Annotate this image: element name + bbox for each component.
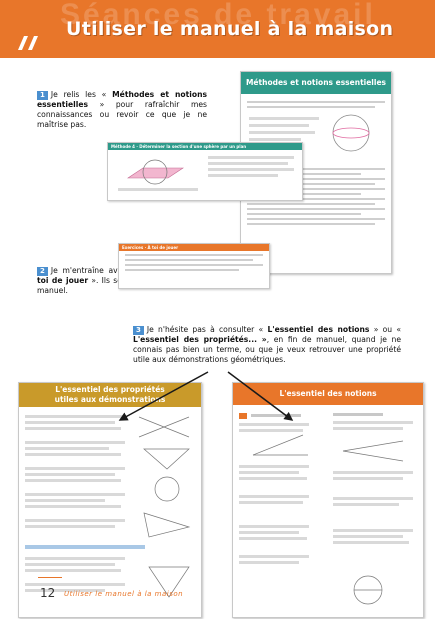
step-1-badge: 1 xyxy=(37,91,48,100)
exercises-box-title: Exercices · À toi de jouer xyxy=(119,244,269,251)
exercises-box-zoom: Exercices · À toi de jouer xyxy=(118,243,270,289)
notions-page-thumbnail: L'essentiel des notions xyxy=(232,382,424,618)
step-1-bold: Méthodes et notions essentielles xyxy=(37,90,207,109)
slash-decoration-icon xyxy=(18,36,38,50)
step-3-bold-2: L'essentiel des propriétés... » xyxy=(133,335,267,344)
notions-thumbnail-title: L'essentiel des notions xyxy=(233,383,423,405)
step-2-badge: 2 xyxy=(37,267,48,276)
step-3-badge: 3 xyxy=(133,326,144,335)
header-watermark: Séances de travail xyxy=(60,0,376,31)
properties-content-icon xyxy=(25,415,191,598)
properties-page-thumbnail: L'essentiel des propriétés utiles aux dé… xyxy=(18,382,202,618)
page-title: Utiliser le manuel à la maison xyxy=(66,18,394,40)
footer-bar xyxy=(38,577,62,578)
method-box-zoom: Méthode 4 · Déterminer la section d'une … xyxy=(107,142,303,201)
methods-thumbnail-title: Méthodes et notions essentielles xyxy=(241,72,391,94)
notions-content-icon xyxy=(239,413,413,605)
section-plane-figure-icon xyxy=(118,156,294,191)
sphere-figure-icon xyxy=(249,114,370,152)
step-3-bold-1: L'essentiel des notions xyxy=(267,325,370,334)
method-box-title: Méthode 4 · Déterminer la section d'une … xyxy=(108,143,302,150)
page-header: Séances de travail Utiliser le manuel à … xyxy=(0,0,435,58)
page-number: 12 xyxy=(40,586,56,600)
properties-thumbnail-title: L'essentiel des propriétés utiles aux dé… xyxy=(19,383,201,407)
footer-text: Utiliser le manuel à la maison xyxy=(64,590,184,598)
